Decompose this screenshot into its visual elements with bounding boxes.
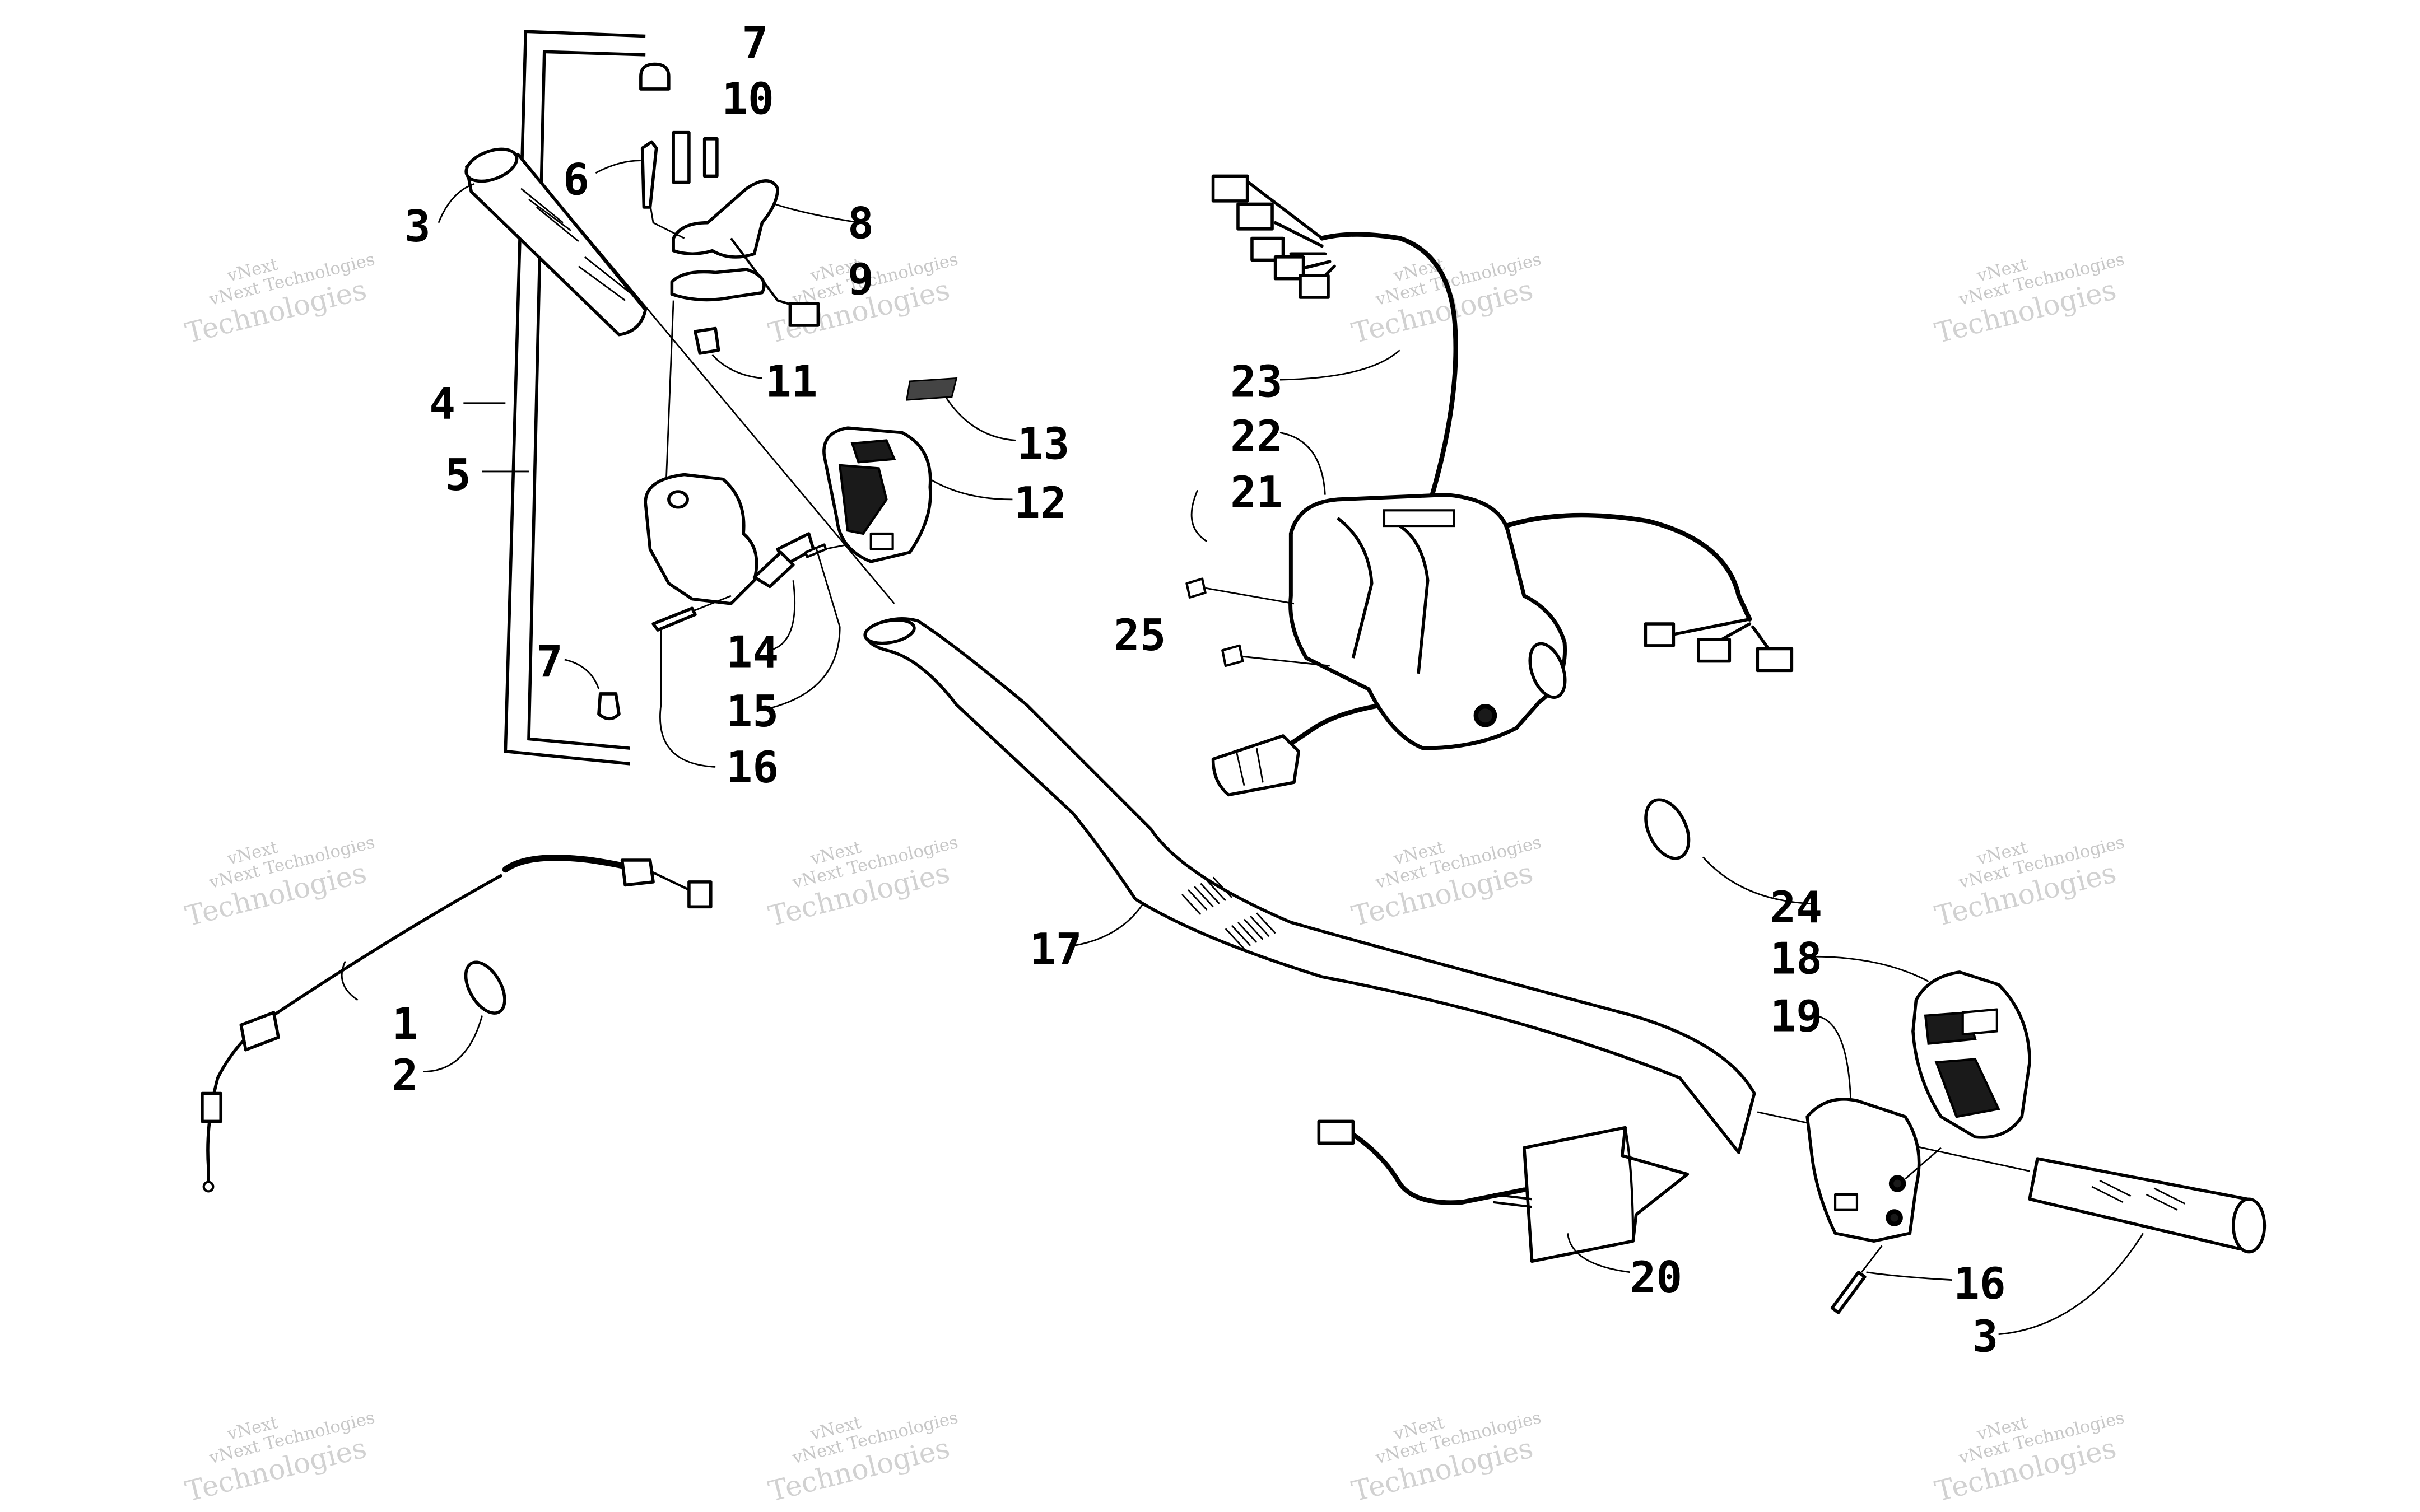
callout-22: 22 xyxy=(1230,412,1283,462)
callout-10: 10 xyxy=(722,74,774,124)
callout-13: 13 xyxy=(1017,419,1070,470)
housing-screw-21 xyxy=(1185,577,1295,605)
callout-8: 8 xyxy=(848,198,874,249)
watermark: vNext vNext Technologies Technologies xyxy=(765,1408,960,1508)
right-switch-module xyxy=(1911,970,2031,1139)
callout-14: 14 xyxy=(727,628,779,678)
callout-15: 15 xyxy=(727,687,779,737)
watermark: vNext vNext Technologies Technologies xyxy=(182,1408,377,1508)
assembly-line-vertical xyxy=(664,300,674,495)
watermark: vNext vNext Technologies Technologies xyxy=(1348,250,1543,349)
callout-19: 19 xyxy=(1770,991,1822,1042)
watermark: vNext vNext Technologies Technologies xyxy=(1348,833,1543,932)
wiring-harness-right xyxy=(1491,512,1794,673)
watermark: vNext vNext Technologies Technologies xyxy=(1932,833,2126,932)
assembly-line-pin xyxy=(649,204,685,239)
right-hand-grip xyxy=(2028,1157,2267,1254)
callout-4: 4 xyxy=(429,379,455,430)
switch-module-left xyxy=(822,426,932,563)
handlebar xyxy=(863,617,1756,1154)
bracket-item-5 xyxy=(527,50,646,750)
lever-clip xyxy=(694,326,720,355)
callout-11: 11 xyxy=(765,357,818,408)
watermark: vNext vNext Technologies Technologies xyxy=(1932,250,2126,349)
callout-16-left: 16 xyxy=(727,743,779,793)
callout-20: 20 xyxy=(1630,1253,1683,1303)
throttle-lever xyxy=(670,179,820,327)
wiring-harness-bottom xyxy=(1211,702,1387,797)
housing-screw-right xyxy=(1830,1245,1883,1314)
bracket-item-4 xyxy=(504,30,646,766)
leader-lines xyxy=(341,160,2144,1336)
watermark: vNext vNext Technologies Technologies xyxy=(182,250,377,349)
callout-1: 1 xyxy=(392,999,418,1049)
harness-clamp xyxy=(1644,798,1691,860)
callout-5: 5 xyxy=(445,450,471,501)
callout-3-right: 3 xyxy=(1972,1312,1998,1362)
decal-label xyxy=(905,377,958,401)
callout-24: 24 xyxy=(1770,883,1822,933)
callout-6: 6 xyxy=(563,155,589,206)
handlebar-axis-line xyxy=(517,153,895,604)
end-cap-top xyxy=(639,62,671,91)
heater-wire-harness xyxy=(1317,1119,1690,1263)
center-control-housing xyxy=(1288,493,1567,750)
watermark: vNext vNext Technologies Technologies xyxy=(182,833,377,932)
callout-17: 17 xyxy=(1030,925,1082,975)
housing-screw-25 xyxy=(1221,644,1330,668)
pivot-pin xyxy=(640,140,658,209)
right-switch-housing xyxy=(1805,1098,1942,1243)
callout-7-top: 7 xyxy=(742,18,768,68)
callout-2: 2 xyxy=(392,1051,418,1101)
wiring-harness-top xyxy=(1211,174,1458,502)
contact-plates xyxy=(672,130,719,184)
callout-7-bottom: 7 xyxy=(537,637,563,687)
callout-9: 9 xyxy=(848,254,874,305)
callout-25: 25 xyxy=(1114,610,1166,661)
callout-21: 21 xyxy=(1230,468,1283,518)
screw-assembly-line xyxy=(691,595,732,613)
end-cap-bottom xyxy=(597,692,621,721)
throttle-cable xyxy=(201,855,713,1193)
cable-clamp xyxy=(464,960,506,1015)
housing-screw-left xyxy=(651,606,697,632)
watermark: vNext vNext Technologies Technologies xyxy=(765,833,960,932)
callout-18: 18 xyxy=(1770,934,1822,984)
callout-labels: 7 10 6 3 8 9 11 4 13 5 12 7 14 15 16 1 2… xyxy=(392,18,2006,1362)
left-switch-housing xyxy=(644,473,815,605)
callout-12: 12 xyxy=(1014,478,1067,529)
small-screw xyxy=(804,543,827,558)
watermark: vNext vNext Technologies Technologies xyxy=(1932,1408,2126,1508)
callout-16-right: 16 xyxy=(1953,1259,2006,1309)
callout-3-left: 3 xyxy=(404,202,431,252)
callout-23: 23 xyxy=(1230,357,1283,408)
watermark: vNext vNext Technologies Technologies xyxy=(1348,1408,1543,1508)
left-hand-grip xyxy=(464,147,647,337)
